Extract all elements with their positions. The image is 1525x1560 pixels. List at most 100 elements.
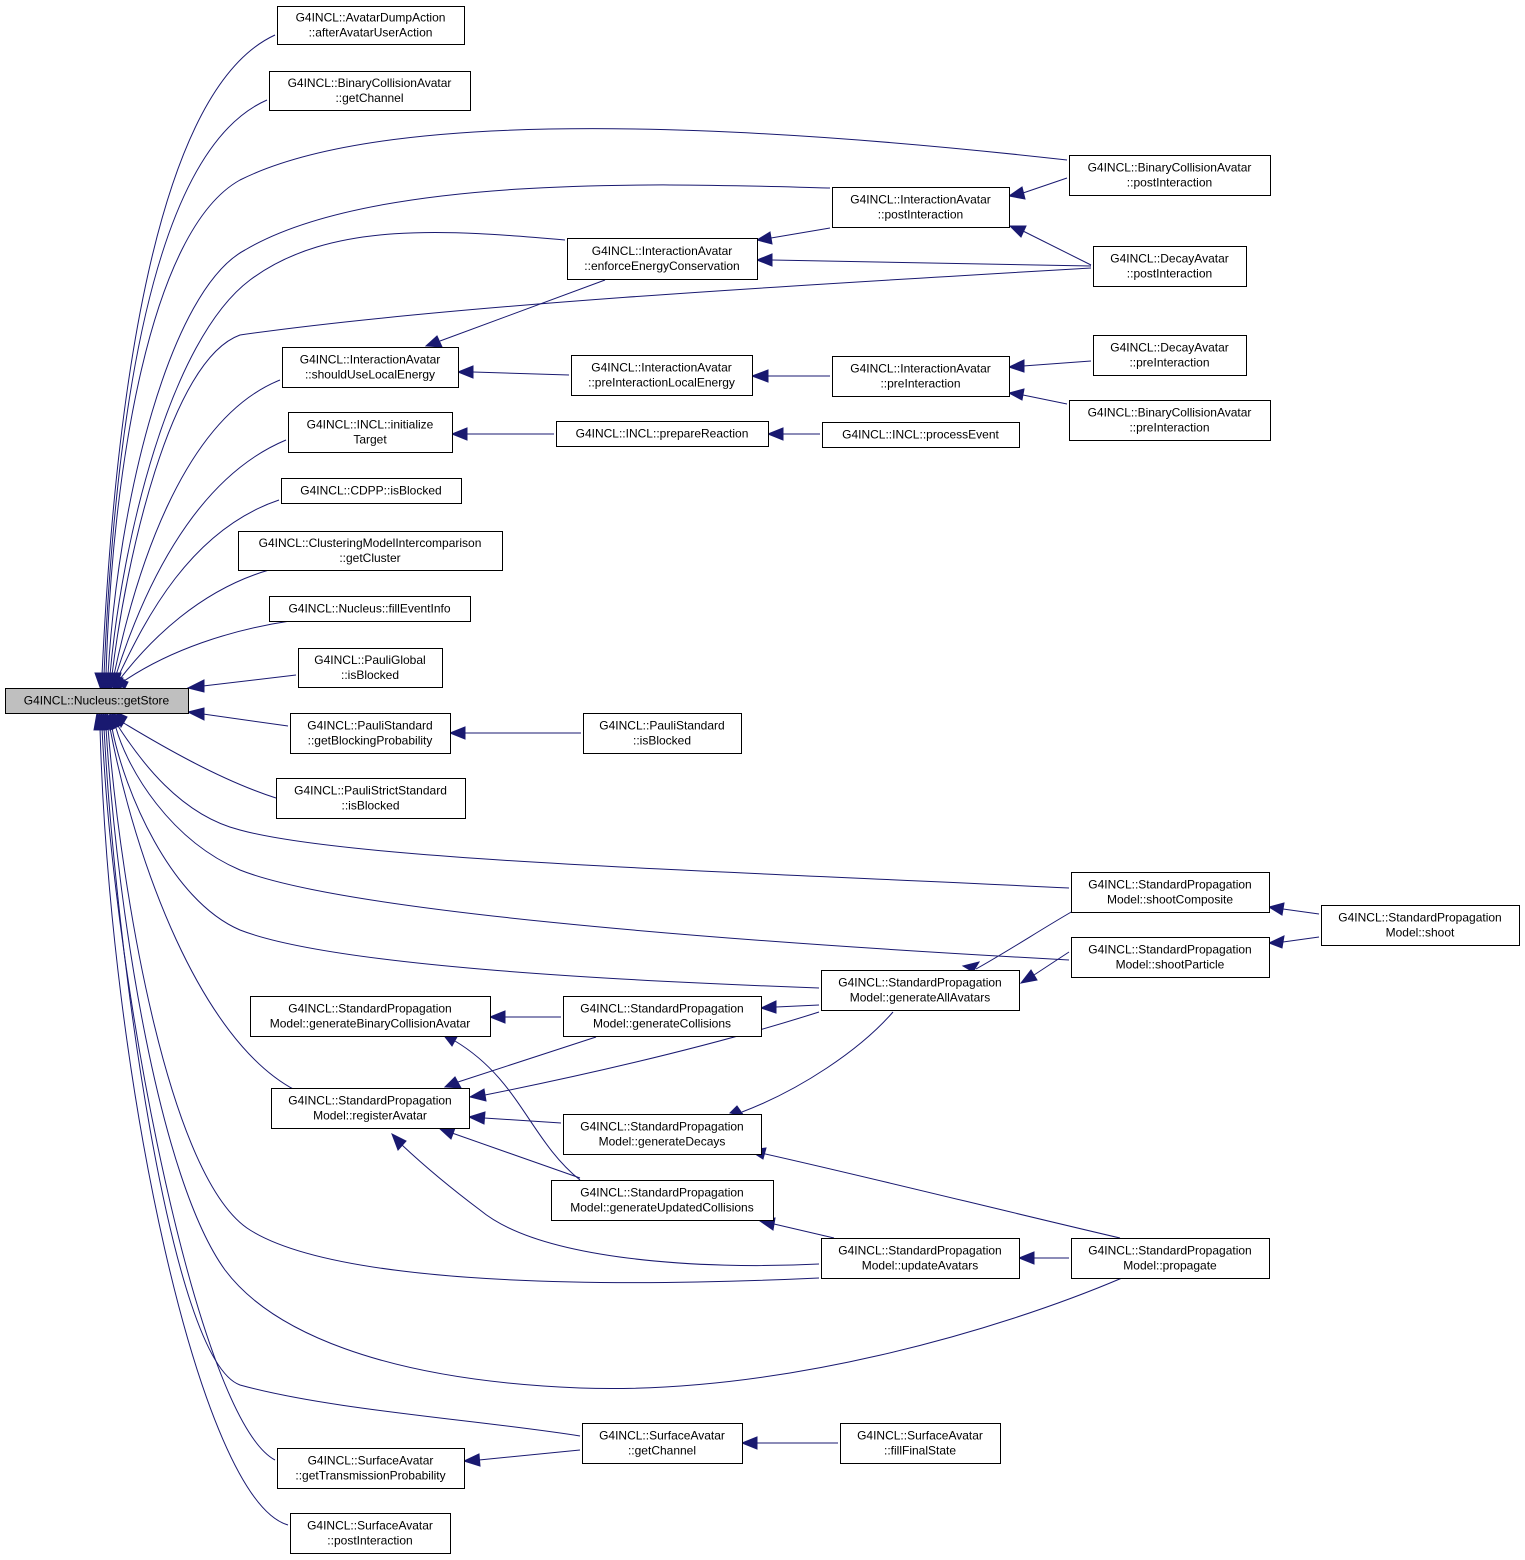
node-label: G4INCL::SurfaceAvatar	[308, 1454, 434, 1468]
node-bca-getChannel[interactable]: G4INCL::BinaryCollisionAvatar::getChanne…	[269, 71, 471, 111]
edge-line	[107, 727, 820, 1284]
arrowhead-icon	[462, 1453, 481, 1467]
call-edge	[1007, 388, 1068, 405]
arrowhead-icon	[424, 335, 443, 348]
arrowhead-icon	[1007, 359, 1025, 373]
edge-line	[111, 267, 1092, 676]
node-spm-generateDecays[interactable]: G4INCL::StandardPropagationModel::genera…	[563, 1114, 762, 1155]
node-spm-generateCollisions[interactable]: G4INCL::StandardPropagationModel::genera…	[563, 996, 762, 1037]
edge-line	[775, 1004, 820, 1008]
node-label: G4INCL::InteractionAvatar	[591, 361, 732, 375]
node-ia-enforceEnergyConservation[interactable]: G4INCL::InteractionAvatar::enforceEnergy…	[567, 238, 758, 280]
node-box	[271, 1088, 470, 1129]
node-spm-generateBinaryCollisionAvatar[interactable]: G4INCL::StandardPropagationModel::genera…	[250, 996, 491, 1037]
node-label: G4INCL::AvatarDumpAction	[296, 11, 446, 25]
edge-line	[1033, 951, 1070, 976]
call-edge	[105, 711, 820, 989]
node-label: G4INCL::Nucleus::getStore	[24, 694, 170, 708]
edge-line	[117, 499, 280, 678]
node-spm-shootParticle[interactable]: G4INCL::StandardPropagationModel::shootP…	[1071, 937, 1270, 978]
call-edge	[111, 499, 280, 692]
node-label: G4INCL::SurfaceAvatar	[857, 1429, 983, 1443]
node-ia-shouldUseLocalEnergy[interactable]: G4INCL::InteractionAvatar::shouldUseLoca…	[282, 347, 459, 388]
node-root[interactable]: G4INCL::Nucleus::getStore	[5, 688, 189, 714]
node-box	[277, 1448, 465, 1489]
node-bca-preInteraction[interactable]: G4INCL::BinaryCollisionAvatar::preIntera…	[1069, 400, 1271, 441]
node-label: G4INCL::PauliStandard	[599, 719, 724, 733]
node-label: ::fillFinalState	[884, 1444, 956, 1458]
edge-line	[484, 1011, 820, 1096]
edge-line	[741, 1011, 894, 1113]
call-edge	[1019, 951, 1070, 984]
node-label: Model::generateAllAvatars	[850, 991, 991, 1005]
node-da-preInteraction[interactable]: G4INCL::DecayAvatar::preInteraction	[1093, 335, 1247, 376]
node-ia-preInteraction[interactable]: G4INCL::InteractionAvatar::preInteractio…	[832, 356, 1010, 397]
node-label: ::isBlocked	[633, 734, 691, 748]
node-label: G4INCL::InteractionAvatar	[850, 362, 991, 376]
node-box	[250, 996, 491, 1037]
node-ia-postInteraction[interactable]: G4INCL::InteractionAvatar::postInteracti…	[832, 187, 1010, 228]
arrowhead-icon	[750, 369, 769, 383]
node-box	[1069, 155, 1271, 196]
call-edge	[118, 620, 291, 692]
node-incl-processEvent[interactable]: G4INCL::INCL::processEvent	[822, 422, 1020, 448]
node-sa-getTransmissionProbability[interactable]: G4INCL::SurfaceAvatar::getTransmissionPr…	[277, 1448, 465, 1489]
node-label: Model::generateUpdatedCollisions	[570, 1201, 753, 1215]
node-spm-generateAllAvatars[interactable]: G4INCL::StandardPropagationModel::genera…	[821, 970, 1020, 1011]
edge-line	[113, 379, 281, 676]
call-edge	[1267, 935, 1320, 949]
node-sa-postInteraction[interactable]: G4INCL::SurfaceAvatar::postInteraction	[290, 1513, 451, 1554]
node-nucleus-fillEventInfo[interactable]: G4INCL::Nucleus::fillEventInfo	[269, 596, 471, 622]
node-spm-updateAvatars[interactable]: G4INCL::StandardPropagationModel::update…	[821, 1238, 1020, 1279]
node-da-postInteraction[interactable]: G4INCL::DecayAvatar::postInteraction	[1093, 246, 1247, 287]
node-cdpp-isBlocked[interactable]: G4INCL::CDPP::isBlocked	[281, 478, 462, 504]
node-pg-isBlocked[interactable]: G4INCL::PauliGlobal::isBlocked	[298, 648, 443, 688]
node-box	[298, 648, 443, 688]
node-afterAvatarUserAction[interactable]: G4INCL::AvatarDumpAction::afterAvatarUse…	[277, 6, 465, 45]
arrowhead-icon	[961, 961, 981, 973]
node-label: G4INCL::StandardPropagation	[288, 1002, 451, 1016]
node-spm-propagate[interactable]: G4INCL::StandardPropagationModel::propag…	[1071, 1238, 1270, 1279]
node-label: ::postInteraction	[1127, 267, 1212, 281]
node-box	[290, 1513, 451, 1554]
call-edge	[99, 711, 1123, 1390]
node-bca-postInteraction[interactable]: G4INCL::BinaryCollisionAvatar::postInter…	[1069, 155, 1271, 196]
node-ia-preInteractionLocalEnergy[interactable]: G4INCL::InteractionAvatar::preInteractio…	[571, 355, 753, 396]
node-box	[1069, 400, 1271, 441]
node-box	[1071, 872, 1270, 913]
node-label: ::getTransmissionProbability	[295, 1469, 445, 1483]
node-label: G4INCL::CDPP::isBlocked	[300, 484, 441, 498]
arrowhead-icon	[443, 1076, 462, 1089]
node-incl-prepareReaction[interactable]: G4INCL::INCL::prepareReaction	[556, 421, 769, 447]
node-label: ::preInteraction	[1129, 356, 1209, 370]
node-sa-fillFinalState[interactable]: G4INCL::SurfaceAvatar::fillFinalState	[840, 1423, 1001, 1464]
node-ps-isBlocked[interactable]: G4INCL::PauliStandard::isBlocked	[583, 713, 742, 754]
call-nodes: G4INCL::Nucleus::getStore G4INCL::AvatarD…	[5, 6, 1520, 1554]
node-box	[567, 238, 758, 280]
node-cmi-getCluster[interactable]: G4INCL::ClusteringModelIntercomparison::…	[238, 531, 503, 571]
call-edge	[115, 711, 277, 799]
call-edge	[467, 1111, 562, 1125]
call-edge	[766, 427, 820, 441]
node-spm-shootComposite[interactable]: G4INCL::StandardPropagationModel::shootC…	[1071, 872, 1270, 913]
edge-line	[115, 727, 1070, 961]
arrowhead-icon	[488, 1010, 506, 1024]
node-box	[582, 1423, 743, 1464]
node-spm-registerAvatar[interactable]: G4INCL::StandardPropagationModel::regist…	[271, 1088, 470, 1129]
node-label: G4INCL::PauliGlobal	[314, 653, 425, 667]
node-pss-isBlocked[interactable]: G4INCL::PauliStrictStandard::isBlocked	[276, 778, 466, 819]
node-box	[583, 713, 742, 754]
edge-line	[1282, 936, 1320, 943]
arrowhead-icon	[467, 1111, 486, 1125]
node-sa-getChannel[interactable]: G4INCL::SurfaceAvatar::getChannel	[582, 1423, 743, 1464]
node-label: ::getChannel	[335, 91, 403, 105]
node-spm-generateUpdatedCollisions[interactable]: G4INCL::StandardPropagationModel::genera…	[551, 1180, 774, 1221]
call-edge	[97, 711, 581, 1437]
node-label: Model::generateCollisions	[593, 1017, 731, 1031]
arrowhead-icon	[1019, 969, 1038, 984]
node-label: G4INCL::PauliStandard	[307, 719, 432, 733]
node-label: Model::updateAvatars	[862, 1259, 979, 1273]
node-ps-getBlockingProbability[interactable]: G4INCL::PauliStandard::getBlockingProbab…	[290, 713, 451, 754]
